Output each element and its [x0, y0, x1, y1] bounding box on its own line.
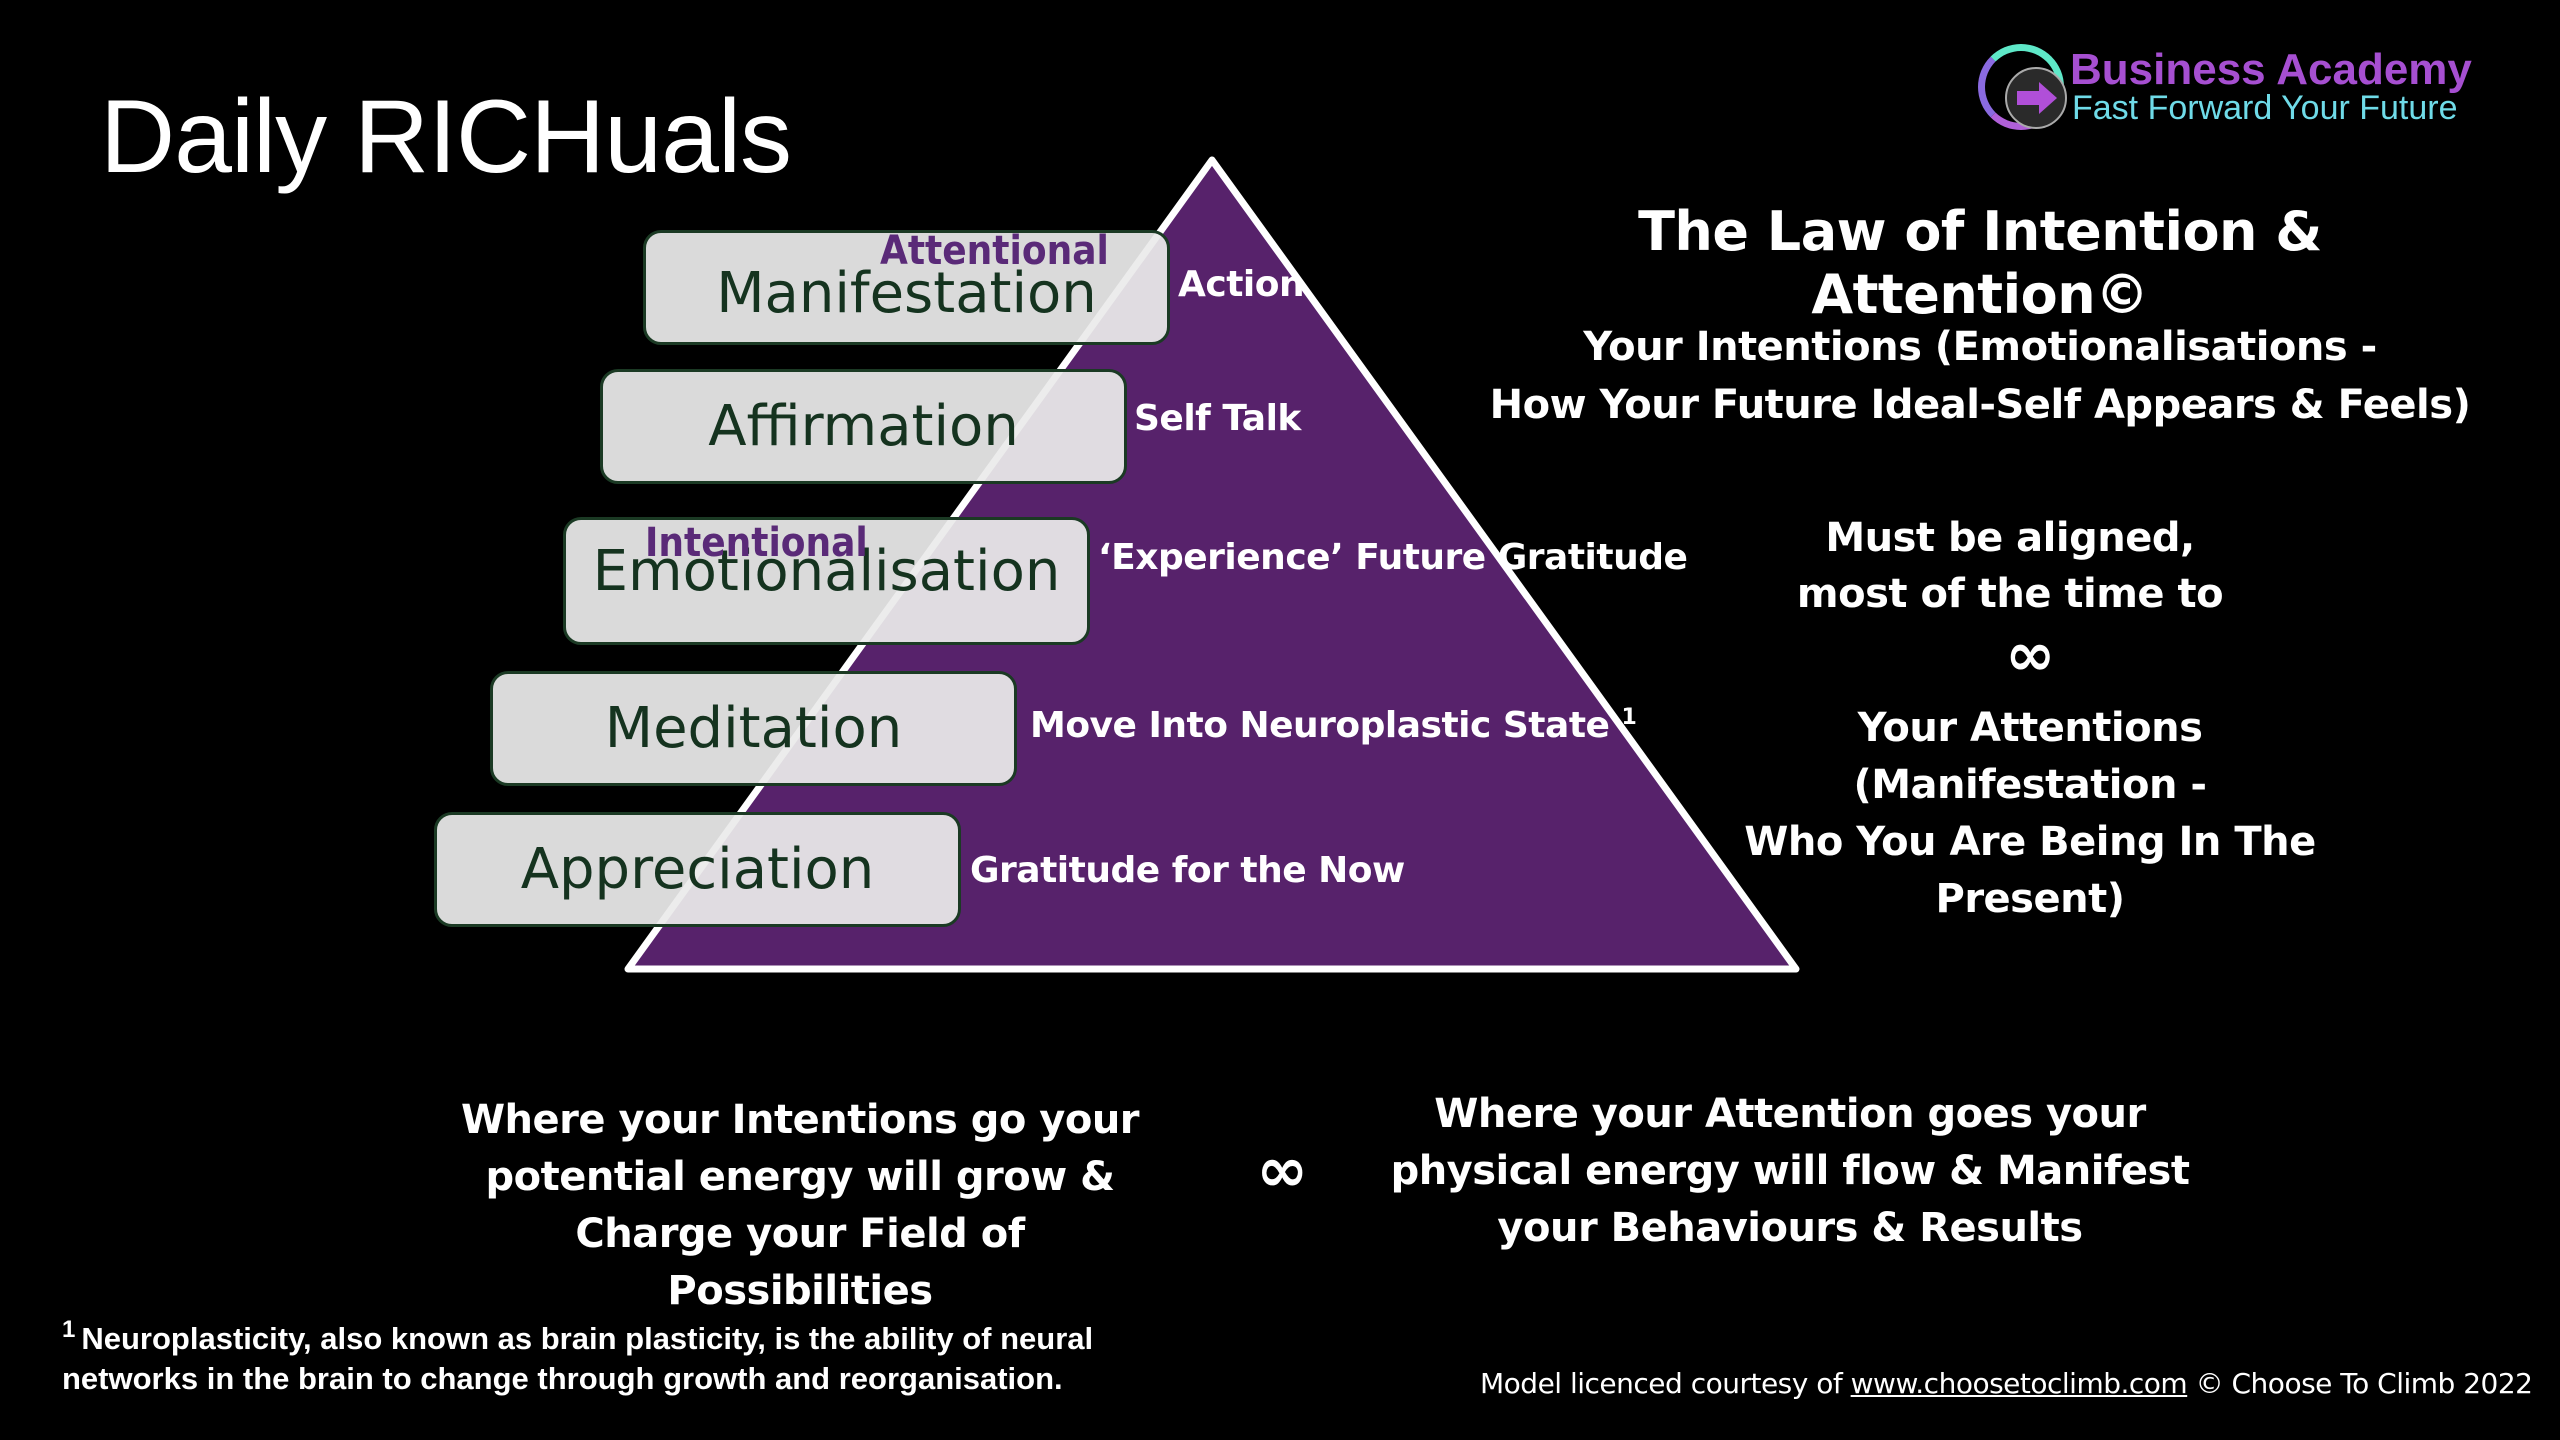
arrow-right-icon [2017, 82, 2057, 114]
law-title: The Law of Intention & Attention© [1638, 200, 2322, 326]
footnote-line: networks in the brain to change through … [62, 1361, 1063, 1396]
intentions-line: Your Intentions (Emotionalisations - [1583, 324, 2377, 370]
level-box-emotionalisation: Emotionalisation [563, 517, 1090, 645]
credit-suffix: © Choose To Climb 2022 [2195, 1367, 2533, 1400]
attentions-line: Present) [1935, 876, 2126, 922]
slide-title: Daily RICHuals [100, 79, 792, 195]
level-box-label: Affirmation [708, 394, 1019, 459]
level-label-gratitude-now: Gratitude for the Now [970, 850, 1405, 891]
level-box-label: Appreciation [520, 837, 875, 902]
logo-tagline: Fast Forward Your Future [2072, 89, 2458, 127]
level-box-label: Emotionalisation [592, 538, 1061, 604]
aligned-line: most of the time to [1796, 571, 2224, 617]
attention-statement: Where your Attention goes your physical … [1390, 1086, 2190, 1257]
credit-line: Model licenced courtesy of www.choosetoc… [1480, 1367, 2533, 1400]
credit-prefix: Model licenced courtesy of [1480, 1367, 1843, 1400]
infinity-icon: ∞ [2005, 620, 2055, 690]
infinity-icon: ∞ [1256, 1133, 1308, 1206]
attentions-line: (Manifestation - [1853, 762, 2207, 808]
attentions-text: Your Attentions (Manifestation - Who You… [1680, 700, 2380, 928]
aligned-line: Must be aligned, [1825, 515, 2195, 561]
level-box-label: Manifestation [716, 261, 1097, 326]
intentions-statement: Where your Intentions go your potential … [440, 1092, 1160, 1320]
footnote-marker: 1 [62, 1316, 76, 1343]
level-label-self-talk: Self Talk [1134, 398, 1301, 439]
level-box-meditation: Meditation [490, 671, 1017, 786]
business-academy-logo: Business Academy Fast Forward Your Futur… [1970, 40, 2530, 140]
level-box-label: Meditation [604, 696, 903, 761]
level-label-neuroplastic-state: Move Into Neuroplastic State 1 [1030, 705, 1637, 746]
choosetoclimb-link[interactable]: www.choosetoclimb.com [1850, 1367, 2188, 1400]
level-label-future-gratitude: ‘Experience’ Future Gratitude [1098, 537, 1688, 578]
level-box-appreciation: Appreciation [434, 812, 961, 927]
logo-name: Business Academy [2070, 45, 2472, 94]
aligned-text: Must be aligned, most of the time to [1680, 510, 2340, 622]
statement-line: Where your Attention goes your [1434, 1091, 2146, 1137]
attentional-tag: Attentional [880, 228, 1109, 274]
statement-line: Charge your Field of Possibilities [575, 1211, 1025, 1314]
intentional-tag: Intentional [645, 520, 868, 566]
level-box-manifestation: Manifestation [643, 230, 1170, 345]
statement-line: Where your Intentions go your [460, 1097, 1140, 1143]
logo-inner-circle [2005, 67, 2067, 129]
statement-line: physical energy will flow & Manifest [1390, 1148, 2190, 1194]
statement-line: potential energy will grow & [485, 1154, 1115, 1200]
statement-line: your Behaviours & Results [1497, 1205, 2083, 1251]
level-label-action: Action [1178, 264, 1305, 305]
attentions-line: Who You Are Being In The [1744, 819, 2316, 865]
intentions-line: How Your Future Ideal-Self Appears & Fee… [1489, 382, 2471, 428]
footnote-text: Neuroplasticity, also known as brain pla… [81, 1321, 1094, 1356]
level-box-affirmation: Affirmation [600, 369, 1127, 484]
intentions-text: Your Intentions (Emotionalisations - How… [1480, 318, 2480, 434]
attentions-line: Your Attentions [1857, 705, 2203, 751]
forward-arrow-ring-icon [1978, 44, 2067, 130]
footnote-ref: 1 [1621, 705, 1637, 730]
level-label-text: Move Into Neuroplastic State [1030, 705, 1610, 746]
